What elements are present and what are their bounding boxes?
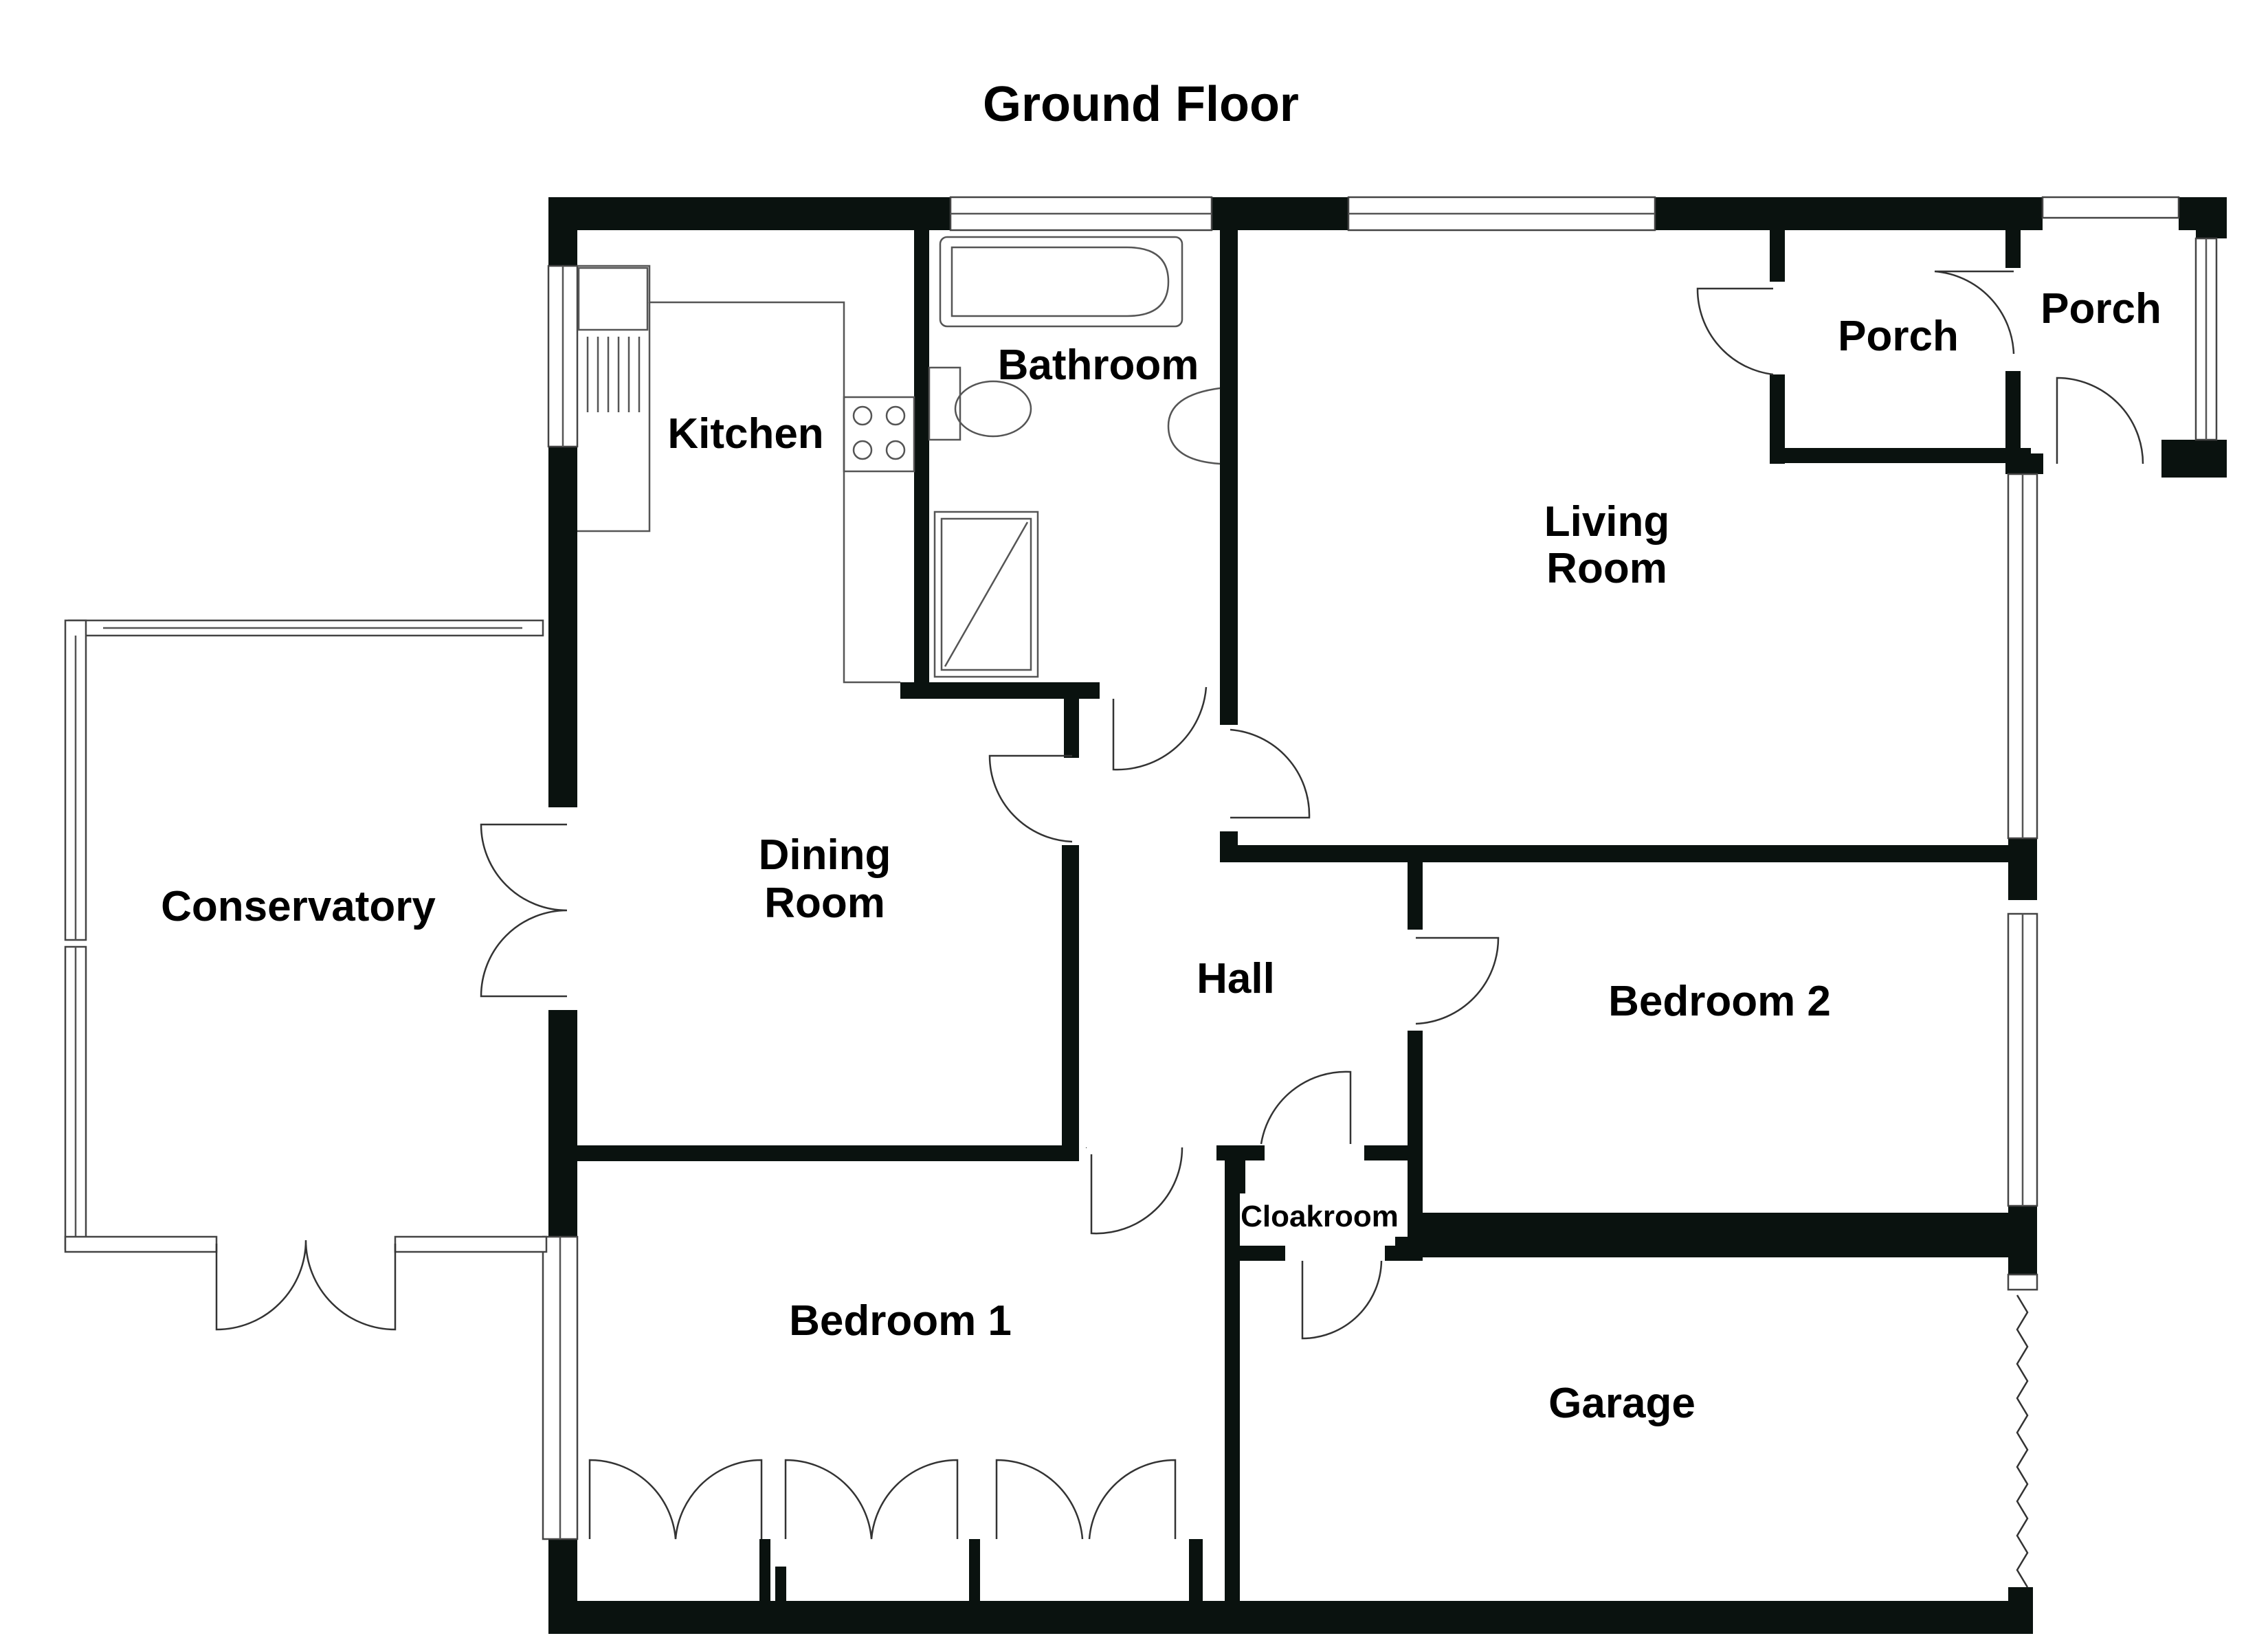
label-living-room-line1: Living: [1544, 498, 1670, 546]
wall-top-left: [548, 197, 950, 230]
wall-kitchen-bath: [914, 197, 929, 685]
wall-bed2-left-bottom: [1408, 1031, 1423, 1257]
toilet: [928, 366, 961, 441]
wall-porch-right-top: [2196, 197, 2227, 238]
wall-bath-bottom: [900, 682, 1100, 699]
wardrobe-stub-4: [1189, 1539, 1203, 1608]
floor-title: Ground Floor: [983, 77, 1299, 132]
window-porch-top: [2041, 196, 2180, 219]
label-conservatory: Conservatory: [161, 883, 436, 930]
wall-living-hall-upper: [1220, 708, 1238, 725]
wardrobe-doors-3: [995, 1459, 1177, 1540]
door-porch-outer: [2056, 377, 2144, 464]
door-living: [1230, 728, 1311, 819]
wall-porch-mid-top: [2005, 227, 2021, 268]
wall-porch-right-bottom: [2161, 440, 2227, 478]
label-living-room-line2: Room: [1546, 545, 1667, 592]
wall-living-hall-stub: [1220, 831, 1238, 862]
label-cloakroom: Cloakroom: [1241, 1200, 1399, 1233]
wall-left-dining-low: [548, 1010, 577, 1237]
wall-bed1-garage: [1225, 1145, 1240, 1615]
wall-dining-bottom: [577, 1145, 1079, 1161]
windows: [64, 196, 2218, 1540]
label-bathroom: Bathroom: [998, 341, 1199, 389]
wall-bath-living: [1220, 197, 1238, 725]
door-conservatory-external: [215, 1239, 397, 1331]
wall-cloak-right-top: [1364, 1145, 1423, 1160]
wall-porch-mid-bottom: [2005, 371, 2021, 474]
wall-garage-left-upper: [1225, 1246, 1245, 1261]
wall-top-right: [1655, 197, 2043, 230]
wall-bed2-left-top: [1408, 862, 1423, 930]
wall-left-upper: [548, 197, 577, 266]
wardrobe-stub-2: [775, 1567, 786, 1608]
shower: [933, 511, 1039, 678]
wardrobe-doors-1: [588, 1459, 763, 1540]
wall-bottom: [548, 1601, 2033, 1634]
wall-living-bottom: [1220, 845, 2017, 862]
label-dining-room-line1: Dining: [759, 831, 891, 879]
wall-bottom-right-stub: [2008, 1587, 2033, 1634]
label-porch-inner: Porch: [1838, 313, 1959, 360]
wall-right-living: [2008, 838, 2037, 900]
window-conservatory-bottom-left: [64, 1235, 218, 1253]
label-bedroom-2: Bedroom 2: [1608, 978, 1831, 1025]
wall-porch-corner: [2005, 453, 2043, 474]
door-bathroom: [1112, 686, 1208, 771]
doors: [215, 270, 2144, 1588]
label-dining-room-line2: Room: [764, 879, 885, 927]
label-garage: Garage: [1548, 1380, 1696, 1427]
wardrobe-doors-2: [784, 1459, 959, 1540]
door-garage: [1301, 1260, 1383, 1340]
wall-left-kitchen: [548, 447, 577, 807]
label-kitchen: Kitchen: [667, 410, 823, 458]
label-bedroom-1: Bedroom 1: [789, 1297, 1012, 1345]
garage-folding-door: [2016, 1294, 2029, 1588]
kitchen-sink: [577, 267, 649, 331]
kitchen-hob: [843, 396, 915, 473]
door-cloakroom: [1260, 1070, 1352, 1145]
fixtures: [577, 236, 1221, 684]
door-conservatory-dining: [480, 823, 568, 998]
wardrobe-stub-1: [759, 1539, 770, 1608]
bath: [939, 236, 1183, 328]
door-dining-hall: [988, 754, 1073, 843]
wall-dining-left-stub: [569, 687, 577, 697]
wall-porch-left-bottom: [1770, 374, 1785, 464]
kitchen-worktop: [577, 265, 900, 684]
door-bedroom1: [1090, 1147, 1183, 1235]
wall-porch-bottom: [1770, 448, 2031, 463]
wall-left-bottom: [548, 1539, 577, 1634]
door-porch-middle: [1934, 270, 2015, 355]
wardrobe-stub-3: [969, 1539, 980, 1608]
room-labels: Kitchen Bathroom Porch Porch Living Room…: [161, 285, 2161, 1427]
kitchen-drainer: [586, 337, 641, 412]
wall-porch-left-top: [1770, 227, 1785, 282]
wall-cloak-bottom-right: [1385, 1246, 1423, 1261]
label-hall: Hall: [1197, 955, 1275, 1002]
basin: [1167, 387, 1221, 465]
door-bedroom2: [1415, 936, 1500, 1025]
wall-garage-top: [1395, 1237, 2037, 1257]
wall-bed1-top-right: [1086, 1147, 1087, 1148]
wall-hall-stub: [1064, 699, 1079, 758]
window-conservatory-bottom-right: [394, 1235, 548, 1253]
door-porch-inner: [1696, 287, 1774, 376]
walls: [548, 197, 2227, 1634]
wall-dining-right: [1062, 845, 1079, 1161]
label-porch-outer: Porch: [2041, 285, 2161, 333]
